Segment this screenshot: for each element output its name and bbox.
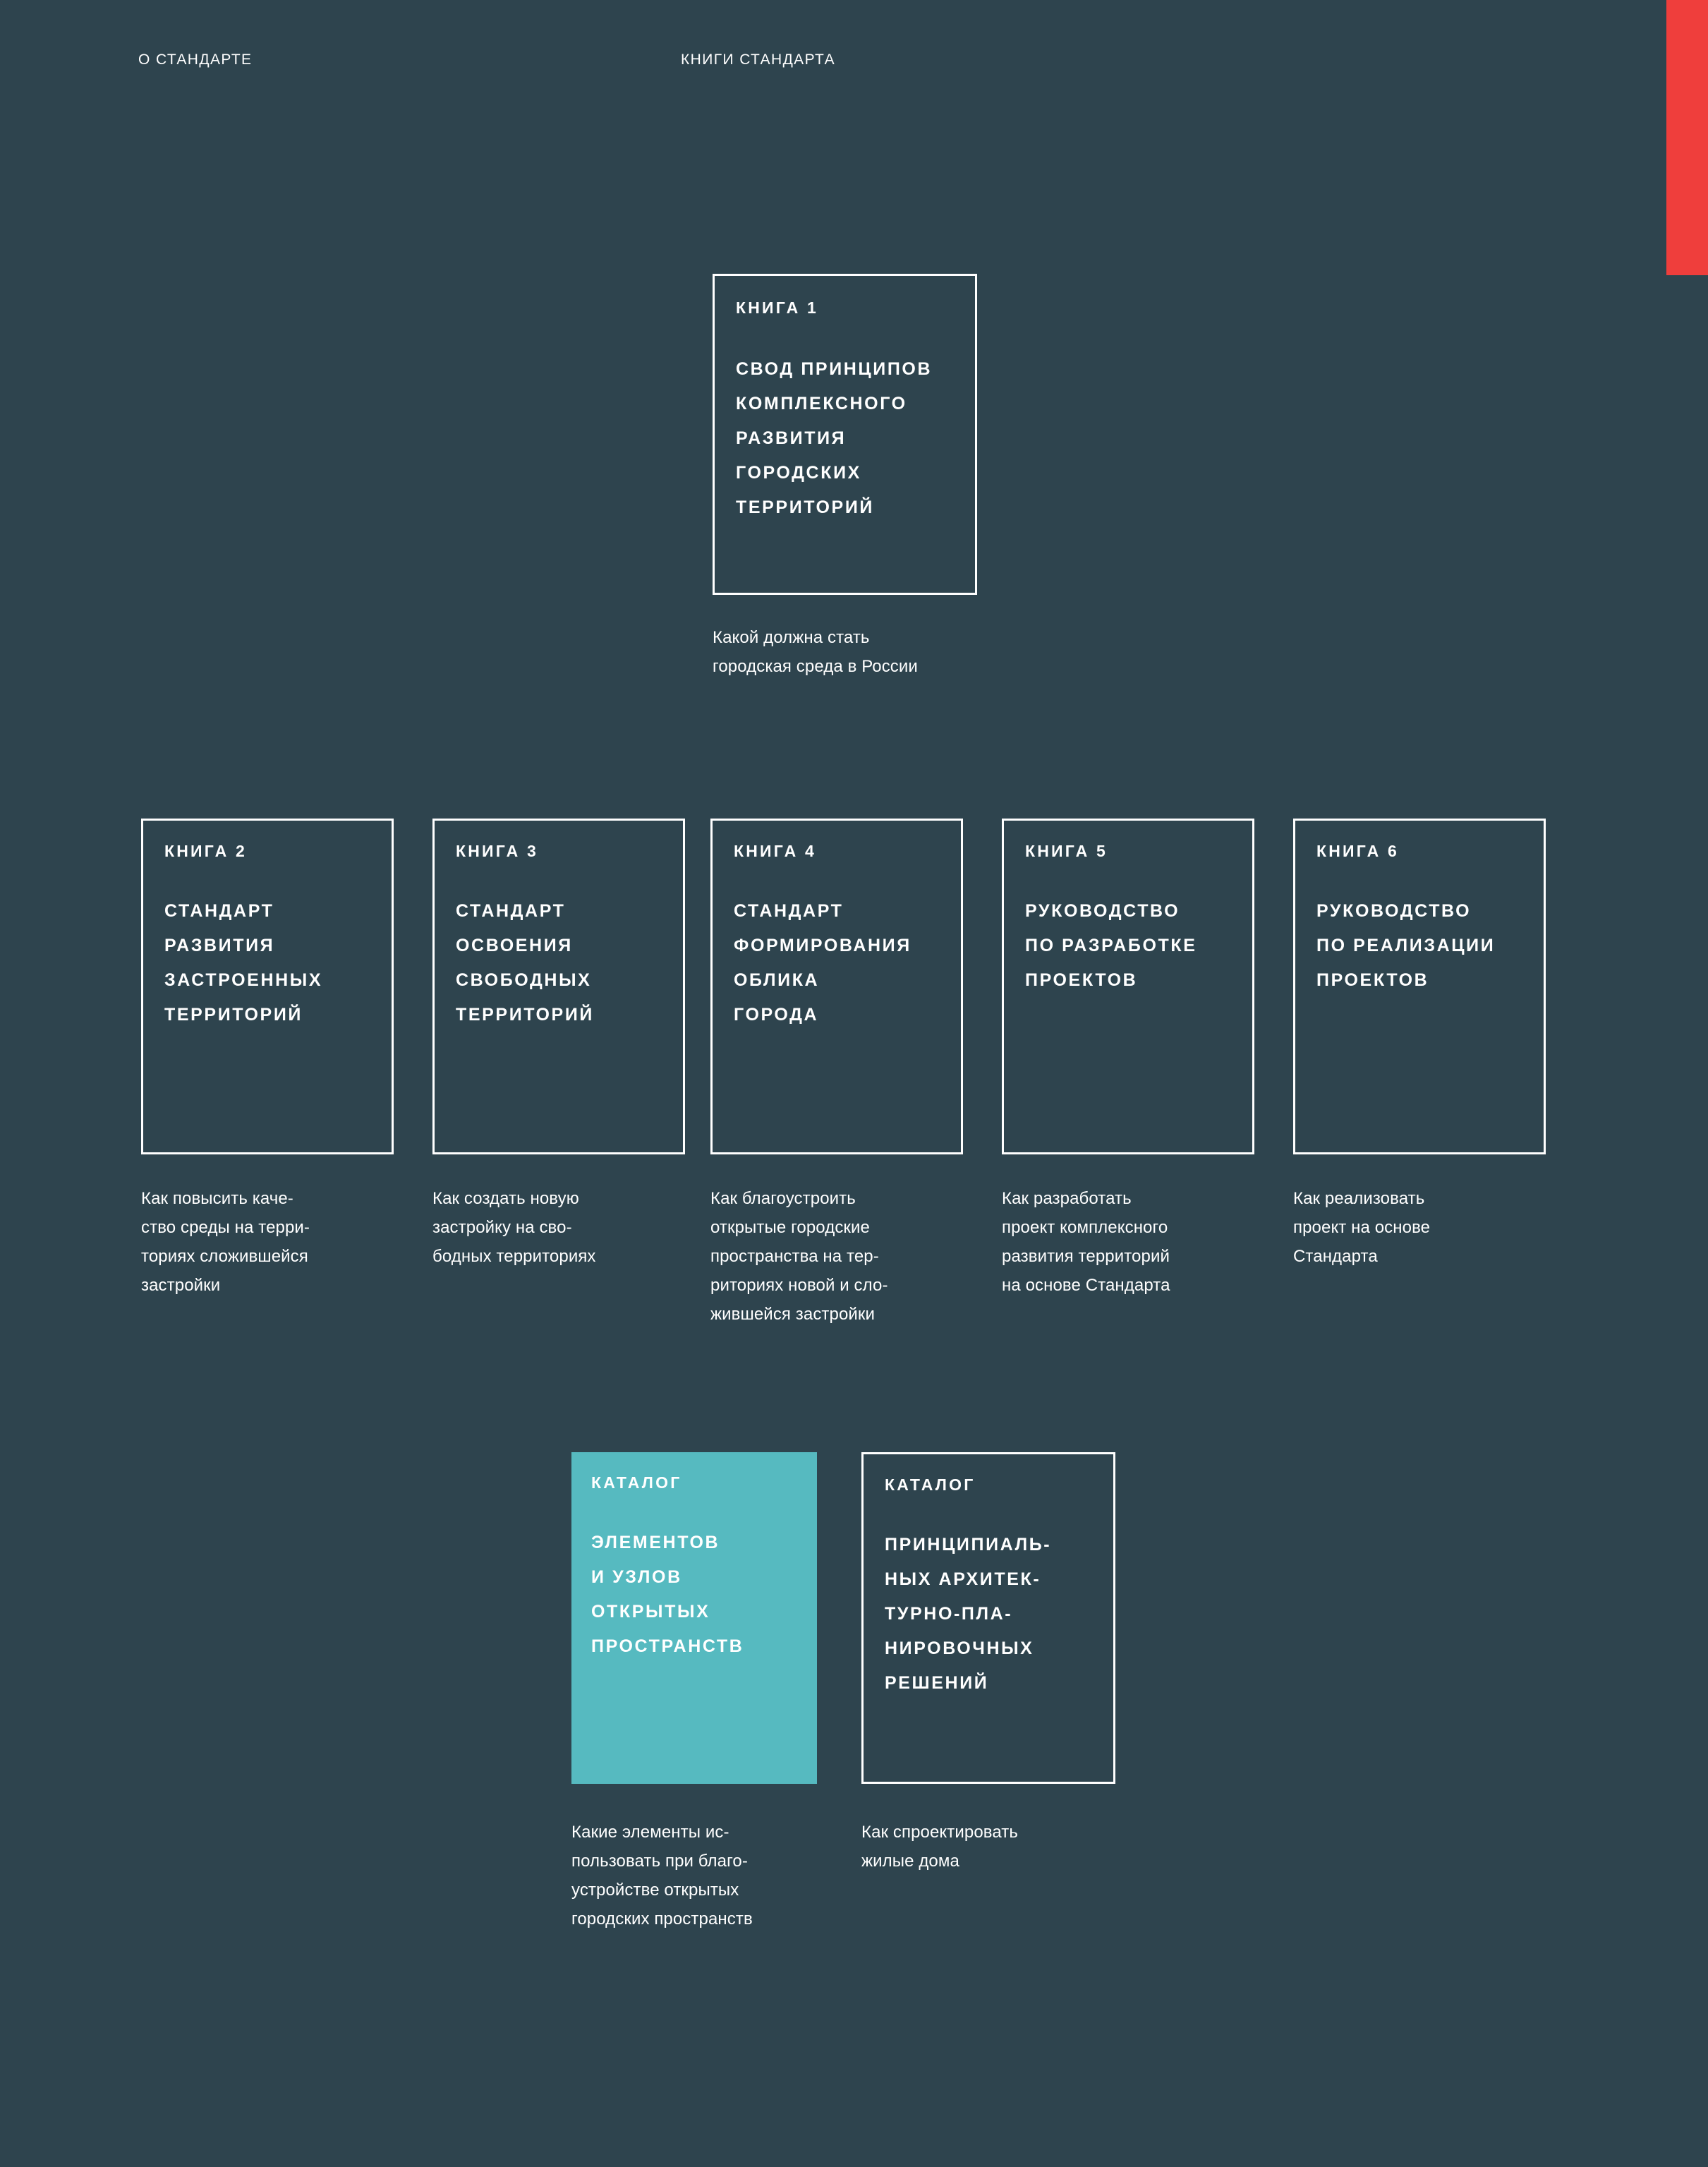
book-card-1-eyebrow: КНИГА 1 [736, 298, 818, 317]
book-card-2-title: СТАНДАРТ РАЗВИТИЯ ЗАСТРОЕННЫХ ТЕРРИТОРИЙ [164, 901, 323, 1025]
book-card-4-caption: Как благоустроить открытые городские про… [710, 1189, 888, 1324]
book-card-5-title: РУКОВОДСТВО ПО РАЗРАБОТКЕ ПРОЕКТОВ [1025, 901, 1197, 990]
catalog-card-architectural-eyebrow: КАТАЛОГ [885, 1475, 976, 1494]
book-card-5-caption: Как разработать проект комплексного разв… [1002, 1189, 1170, 1295]
book-card-4-title: СТАНДАРТ ФОРМИРОВАНИЯ ОБЛИКА ГОРОДА [734, 901, 911, 1025]
book-card-3-caption: Как создать новую застройку на сво- бодн… [432, 1189, 596, 1266]
book-card-6-eyebrow: КНИГА 6 [1316, 842, 1399, 860]
catalog-card-elements[interactable]: КАТАЛОГ ЭЛЕМЕНТОВ И УЗЛОВ ОТКРЫТЫХ ПРОСТ… [571, 1452, 817, 1784]
book-card-2-caption: Как повысить каче- ство среды на терри- … [141, 1189, 310, 1295]
book-card-3-title: СТАНДАРТ ОСВОЕНИЯ СВОБОДНЫХ ТЕРРИТОРИЙ [456, 901, 594, 1025]
book-card-5-eyebrow: КНИГА 5 [1025, 842, 1108, 860]
book-card-3-eyebrow: КНИГА 3 [456, 842, 538, 860]
book-card-1-title: СВОД ПРИНЦИПОВ КОМПЛЕКСНОГО РАЗВИТИЯ ГОР… [736, 359, 933, 517]
accent-bar-red [1666, 0, 1708, 275]
catalog-card-elements-caption: Какие элементы ис- пользовать при благо-… [571, 1823, 753, 1928]
book-card-2-eyebrow: КНИГА 2 [164, 842, 247, 860]
catalog-card-architectural[interactable]: КАТАЛОГ ПРИНЦИПИАЛЬ- НЫХ АРХИТЕК- ТУРНО-… [861, 1452, 1115, 1784]
book-card-6-title: РУКОВОДСТВО ПО РЕАЛИЗАЦИИ ПРОЕКТОВ [1316, 901, 1496, 990]
book-card-1-caption: Какой должна стать городская среда в Рос… [713, 628, 918, 676]
book-card-6-caption: Как реализовать проект на основе Стандар… [1293, 1189, 1431, 1266]
book-card-3[interactable]: КНИГА 3 СТАНДАРТ ОСВОЕНИЯ СВОБОДНЫХ ТЕРР… [432, 819, 685, 1154]
catalog-card-elements-eyebrow: КАТАЛОГ [591, 1473, 682, 1492]
catalog-card-architectural-title: ПРИНЦИПИАЛЬ- НЫХ АРХИТЕК- ТУРНО-ПЛА- НИР… [885, 1535, 1052, 1693]
page-header: О СТАНДАРТЕ КНИГИ СТАНДАРТА [0, 51, 1708, 72]
book-card-4[interactable]: КНИГА 4 СТАНДАРТ ФОРМИРОВАНИЯ ОБЛИКА ГОР… [710, 819, 963, 1154]
book-card-5[interactable]: КНИГА 5 РУКОВОДСТВО ПО РАЗРАБОТКЕ ПРОЕКТ… [1002, 819, 1254, 1154]
book-card-2[interactable]: КНИГА 2 СТАНДАРТ РАЗВИТИЯ ЗАСТРОЕННЫХ ТЕ… [141, 819, 394, 1154]
book-card-6[interactable]: КНИГА 6 РУКОВОДСТВО ПО РЕАЛИЗАЦИИ ПРОЕКТ… [1293, 819, 1546, 1154]
header-link-standard-books[interactable]: КНИГИ СТАНДАРТА [681, 52, 835, 68]
book-card-1[interactable]: КНИГА 1 СВОД ПРИНЦИПОВ КОМПЛЕКСНОГО РАЗВ… [713, 274, 977, 595]
catalog-card-architectural-caption: Как спроектировать жилые дома [861, 1823, 1018, 1871]
header-link-about-standard[interactable]: О СТАНДАРТЕ [138, 52, 253, 68]
catalog-card-elements-title: ЭЛЕМЕНТОВ И УЗЛОВ ОТКРЫТЫХ ПРОСТРАНСТВ [591, 1533, 744, 1656]
book-card-4-eyebrow: КНИГА 4 [734, 842, 816, 860]
